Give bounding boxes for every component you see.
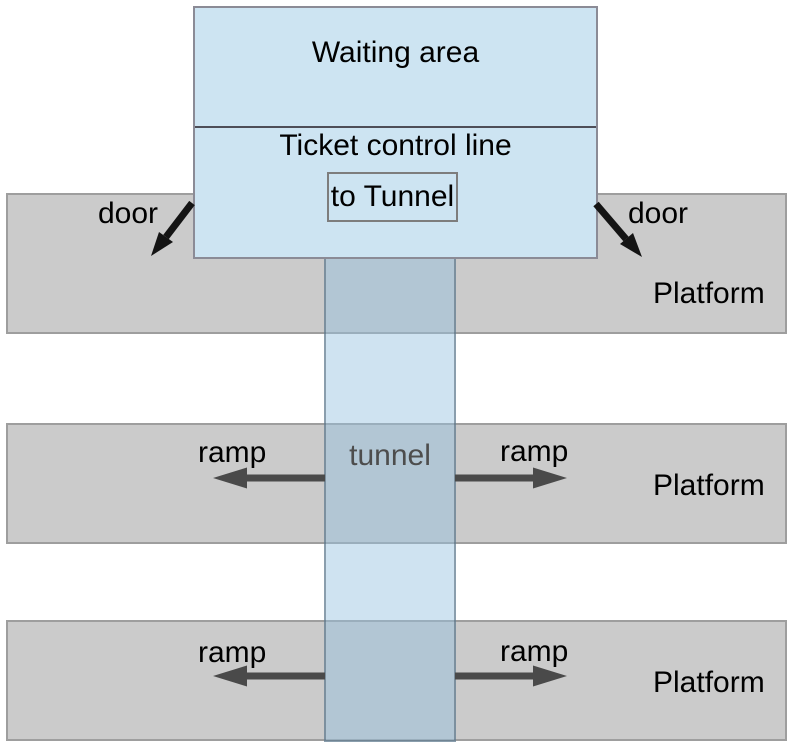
- ramp-label-bottom-left: ramp: [198, 636, 267, 669]
- to-tunnel-label: to Tunnel: [330, 180, 455, 213]
- ramp-label-bottom-right: ramp: [500, 635, 569, 668]
- waiting-area-label: Waiting area: [311, 36, 480, 69]
- to-tunnel-box: to Tunnel: [327, 172, 458, 222]
- ticket-control-line-label: Ticket control line: [279, 129, 512, 162]
- platform-label-bottom: Platform: [653, 666, 765, 699]
- door-label-left: door: [98, 197, 159, 230]
- tunnel-strip: [324, 258, 456, 742]
- tunnel-label: tunnel: [349, 439, 431, 472]
- ticket-control-line-divider: [195, 126, 596, 128]
- platform-middle: [6, 423, 787, 544]
- ramp-label-middle-right: ramp: [500, 435, 569, 468]
- door-label-right: door: [628, 197, 689, 230]
- waiting-area-box: [193, 6, 598, 259]
- ramp-label-middle-left: ramp: [198, 436, 267, 469]
- platform-label-middle: Platform: [653, 469, 765, 502]
- platform-label-top: Platform: [653, 277, 765, 310]
